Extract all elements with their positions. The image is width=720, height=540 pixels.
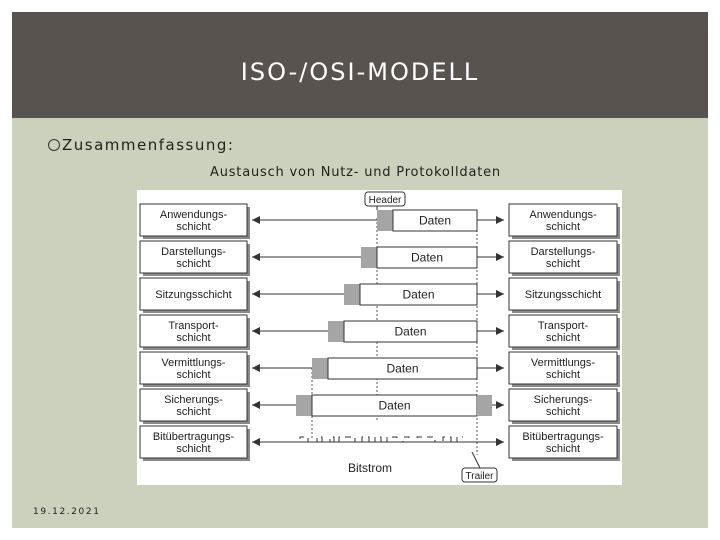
trailer-callout-pointer: [471, 451, 481, 469]
trailer-callout-box: [461, 467, 498, 483]
layer-box-left: [139, 314, 248, 348]
arrow-head-left: [252, 401, 260, 409]
arrow-head-left: [252, 364, 260, 372]
arrow-head-left: [252, 290, 260, 298]
layer-box-right: [508, 314, 618, 348]
bitstream-label: Bitstrom: [348, 461, 392, 475]
layer-label-left: Bitübertragungs-schicht: [153, 431, 235, 455]
header-block: [377, 210, 393, 231]
layer-label-left: Vermittlungs-schicht: [161, 357, 226, 381]
layer-box-right: [508, 351, 618, 385]
layer-label-right: Bitübertragungs-schicht: [522, 431, 604, 455]
osi-diagram-svg: Anwendungs-schichtAnwendungs-schichtDate…: [137, 190, 622, 485]
layer-label-left: Transport-schicht: [168, 320, 219, 344]
layer-label-right: Anwendungs-schicht: [529, 209, 597, 233]
arrow-head-right: [496, 216, 504, 224]
data-block: [343, 320, 478, 343]
header-block: [328, 321, 344, 342]
arrow-head-right: [496, 364, 504, 372]
data-label: Daten: [378, 399, 410, 413]
bitstream-wave: [292, 436, 463, 443]
slide-subtitle: Austausch von Nutz- und Protokolldaten: [210, 165, 501, 180]
arrow-head-right: [496, 290, 504, 298]
layer-label-right: Sitzungsschicht: [525, 289, 601, 301]
bullet-text: Zusammenfassung:: [62, 136, 235, 154]
data-label: Daten: [411, 251, 443, 265]
layer-label-left: Anwendungs-schicht: [160, 209, 228, 233]
arrow-head-left: [252, 216, 260, 224]
arrow-head-right: [496, 401, 504, 409]
layer-box-left: [139, 240, 248, 274]
data-block: [359, 283, 478, 306]
arrow-head-left: [252, 438, 260, 446]
data-block: [327, 357, 478, 380]
layer-box-left: [139, 388, 248, 422]
data-block: [392, 209, 478, 232]
bullet-item: Zusammenfassung:: [48, 136, 234, 154]
header-block: [312, 358, 328, 379]
title-bar: ISO-/OSI-MODELL: [12, 12, 708, 118]
layer-label-right: Sicherungs-schicht: [534, 394, 593, 418]
header-block: [344, 284, 360, 305]
layer-label-left: Sicherungs-schicht: [164, 394, 223, 418]
data-label: Daten: [386, 362, 418, 376]
data-label: Daten: [402, 288, 434, 302]
header-block: [296, 395, 312, 416]
layer-label-right: Transport-schicht: [538, 320, 589, 344]
arrow-head-right: [496, 438, 504, 446]
layer-box-left: [139, 351, 248, 385]
layer-box-right: [508, 425, 618, 459]
trailer-callout-label: Trailer: [466, 471, 495, 482]
slide: ISO-/OSI-MODELL Zusammenfassung: Austaus…: [12, 12, 708, 528]
data-label: Daten: [394, 325, 426, 339]
arrow-head-right: [496, 253, 504, 261]
layer-box-left: [139, 277, 248, 311]
arrow-head-left: [252, 327, 260, 335]
layer-label-right: Vermittlungs-schicht: [531, 357, 596, 381]
header-block: [361, 247, 377, 268]
circle-bullet-icon: [48, 139, 60, 151]
header-callout-label: Header: [369, 195, 402, 206]
trailer-block: [477, 395, 492, 416]
data-label: Daten: [419, 214, 451, 228]
layer-box-right: [508, 240, 618, 274]
layer-box-left: [139, 425, 248, 459]
layer-label-right: Darstellungs-schicht: [531, 246, 596, 270]
layer-label-left: Sitzungsschicht: [155, 289, 231, 301]
layer-box-right: [508, 277, 618, 311]
slide-date: 19.12.2021: [33, 507, 101, 517]
osi-layers: Anwendungs-schichtAnwendungs-schichtDate…: [139, 191, 620, 461]
arrow-head-right: [496, 327, 504, 335]
layer-box-right: [508, 203, 618, 237]
arrow-head-left: [252, 253, 260, 261]
slide-title: ISO-/OSI-MODELL: [240, 58, 480, 86]
layer-box-left: [139, 203, 248, 237]
data-block: [376, 246, 478, 269]
layer-label-left: Darstellungs-schicht: [161, 246, 226, 270]
layer-box-right: [508, 388, 618, 422]
header-callout-box: [364, 191, 406, 207]
